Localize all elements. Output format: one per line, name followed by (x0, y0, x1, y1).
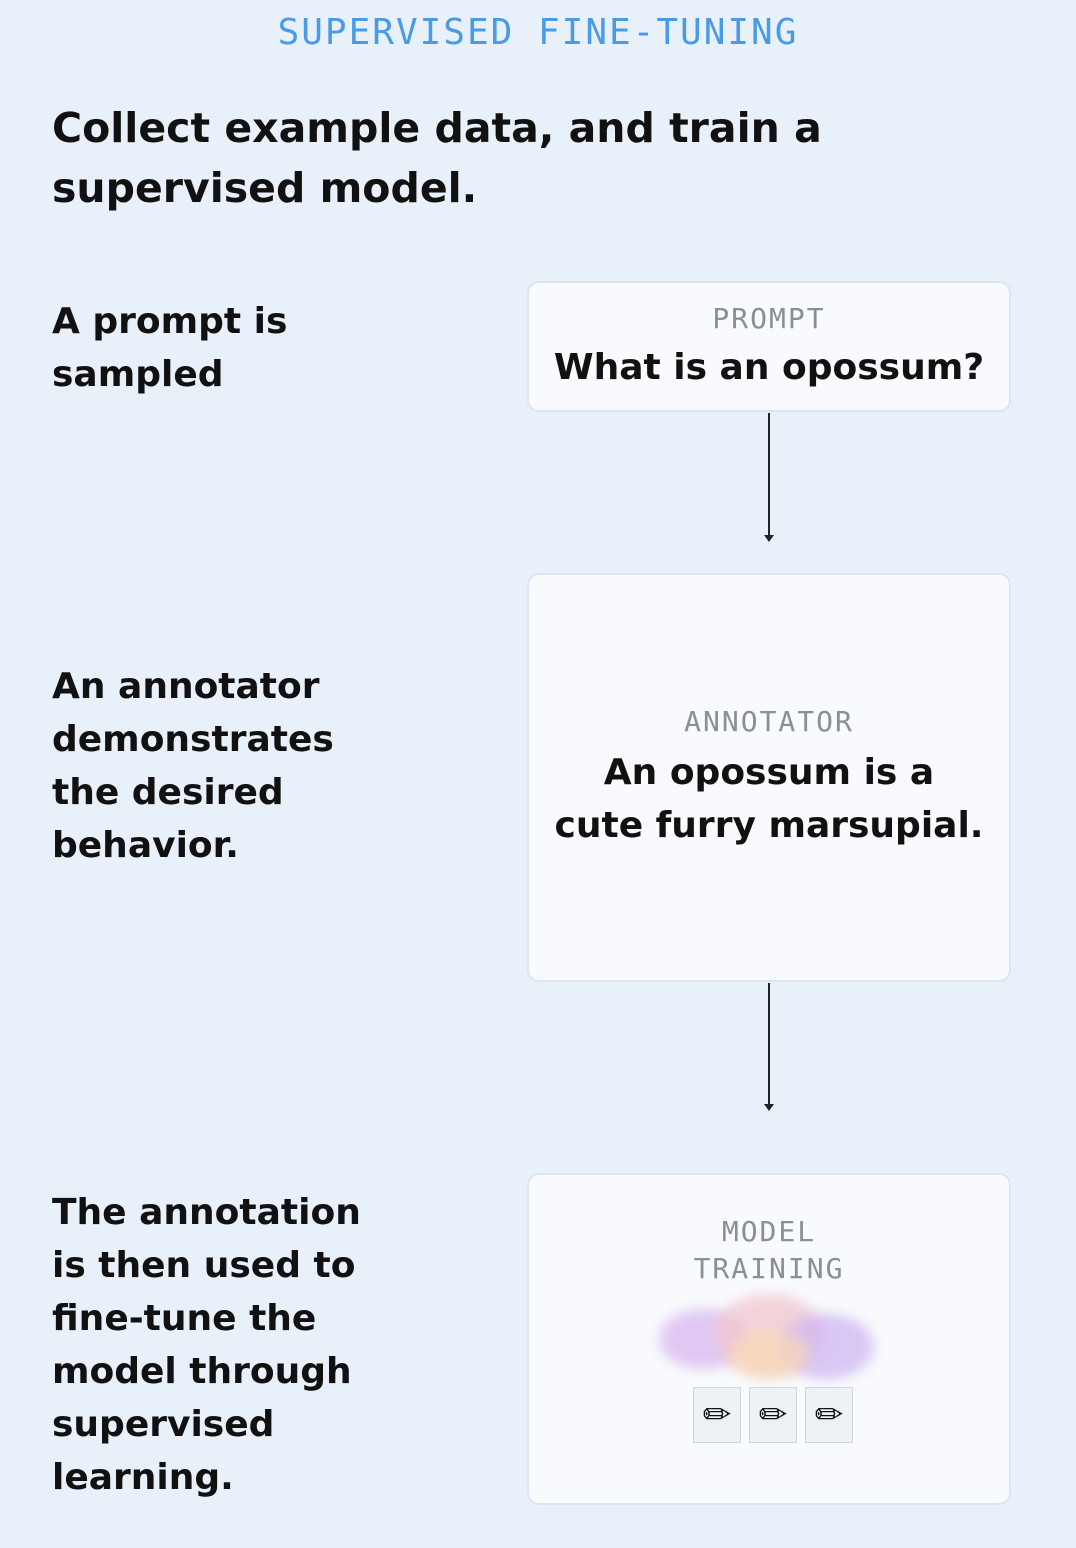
text-line: MODEL (721, 1215, 817, 1248)
text-line: learning. (52, 1457, 234, 1498)
pencil-paper-icon: ✏ (749, 1387, 797, 1443)
text-line: is then used to (52, 1245, 356, 1286)
card-label: MODEL TRAINING (694, 1213, 845, 1287)
text-line: TRAINING (693, 1252, 845, 1285)
step-2-description: An annotator demonstrates the desired be… (52, 660, 334, 872)
annotator-card: ANNOTATOR An opossum is a cute furry mar… (527, 573, 1011, 982)
text-line: the desired (52, 772, 284, 813)
arrow-prompt-to-annotator (764, 413, 774, 542)
text-line: The annotation (52, 1192, 361, 1233)
prompt-card: PROMPT What is an opossum? (527, 281, 1011, 412)
text-line: A prompt is (52, 301, 288, 342)
arrow-annotator-to-training (764, 983, 774, 1111)
step-1-description: A prompt is sampled (52, 295, 287, 401)
text-line: fine-tune the (52, 1298, 317, 1339)
card-label: ANNOTATOR (684, 705, 854, 738)
card-body: An opossum is a cute furry marsupial. (555, 746, 984, 852)
pencil-paper-icon: ✏ (693, 1387, 741, 1443)
text-line: model through (52, 1351, 352, 1392)
text-line: cute furry marsupial. (554, 805, 984, 846)
text-line: behavior. (52, 825, 239, 866)
diagram-eyebrow: SUPERVISED FINE-TUNING (277, 12, 799, 53)
model-training-card: MODEL TRAINING ✏ ✏ ✏ (527, 1173, 1011, 1505)
text-line: sampled (52, 354, 224, 395)
gradient-blob (729, 1329, 809, 1379)
pencil-paper-icon: ✏ (805, 1387, 853, 1443)
text-line: An annotator (52, 666, 320, 707)
card-label: PROMPT (712, 301, 826, 335)
step-3-description: The annotation is then used to fine-tune… (52, 1186, 361, 1504)
training-illustration: ✏ ✏ ✏ (659, 1289, 879, 1449)
card-body: What is an opossum? (553, 346, 985, 388)
text-line: supervised (52, 1404, 275, 1445)
text-line: An opossum is a (603, 752, 935, 793)
headline: Collect example data, and train a superv… (52, 104, 822, 212)
text-line: demonstrates (52, 719, 334, 760)
